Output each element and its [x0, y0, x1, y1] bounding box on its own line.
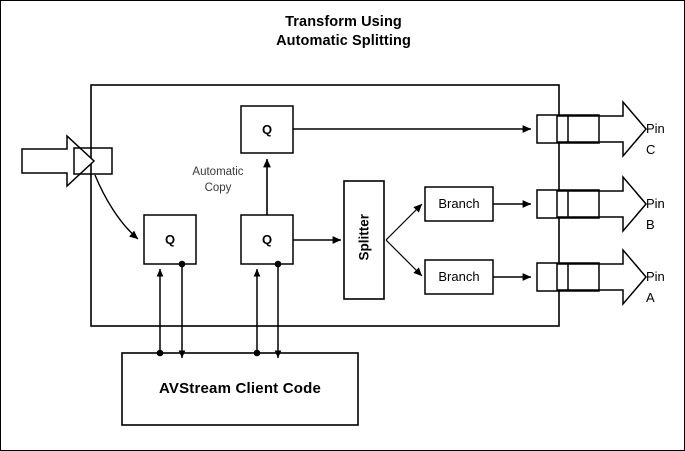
pin-b-label: Pin B [646, 193, 665, 235]
pin-a-output-arrow [556, 247, 647, 307]
automatic-copy-annotation: Automatic Copy [179, 164, 257, 196]
splitter-label: Splitter [356, 213, 372, 261]
input-stream-arrow [21, 134, 96, 188]
title-line-2: Automatic Splitting [276, 33, 411, 49]
branch-lower-label: Branch [438, 269, 480, 284]
automatic-copy-line-1: Automatic [192, 166, 244, 178]
pin-a-label-line-2: A [646, 290, 655, 305]
automatic-copy-line-2: Copy [204, 182, 232, 194]
diagram-title: Transform Using Automatic Splitting [1, 13, 684, 51]
pin-c-label-line-1: Pin [646, 121, 665, 136]
branch-lower-box [424, 259, 494, 295]
client-code-box [121, 352, 359, 426]
queue-left-label: Q [164, 232, 176, 247]
splitter-to-branch-upper [385, 203, 423, 241]
pin-c-output-arrow [556, 99, 647, 159]
automatic-copy-curve [94, 174, 139, 240]
pin-c-label: Pin C [646, 118, 665, 160]
queue-left-box [143, 214, 197, 265]
input-pin-connector [73, 147, 113, 175]
branch-upper-label: Branch [438, 196, 480, 211]
pin-b-output-arrow [556, 174, 647, 234]
pin-a-label-line-1: Pin [646, 269, 665, 284]
pin-b-label-line-2: B [646, 217, 655, 232]
client-code-label: AVStream Client Code [158, 380, 322, 397]
queue-middle-label: Q [261, 232, 273, 247]
title-line-1: Transform Using [285, 14, 402, 30]
pin-b-label-line-1: Pin [646, 196, 665, 211]
pin-a-label: Pin A [646, 266, 665, 308]
pin-c-label-line-2: C [646, 142, 656, 157]
splitter-to-branch-lower [385, 239, 423, 277]
splitter-box [343, 180, 385, 300]
queue-top-label: Q [261, 122, 273, 137]
